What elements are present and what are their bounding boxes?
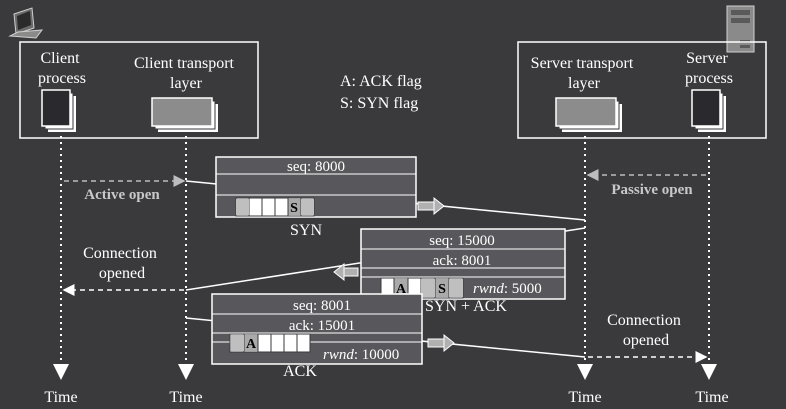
syn-ack-caption: SYN + ACK (425, 298, 507, 315)
syn-ack-direction-arrow (333, 262, 359, 282)
syn-segment (215, 156, 417, 218)
active-open-label: Active open (84, 187, 160, 203)
time-label: Time (44, 389, 77, 406)
ack-ack-field: ack: 15001 (289, 318, 355, 334)
legend-syn: S: SYN flag (340, 95, 418, 112)
laptop-icon (8, 7, 44, 39)
server-transport-label: Server transport layer (531, 55, 638, 92)
server-process-label: Server process (685, 50, 733, 87)
ack-seq-field: seq: 8001 (293, 298, 351, 314)
client-transport-label: Client transport layer (134, 55, 238, 92)
server-transport-block (555, 97, 622, 132)
syn-ack-ack-field: ack: 8001 (433, 253, 492, 269)
client-host-box (19, 41, 259, 139)
client-process-label: Client process (38, 50, 86, 87)
time-label: Time (695, 389, 728, 406)
passive-open-label: Passive open (611, 182, 693, 198)
syn-ack-rwnd-field: rwnd: 5000 (473, 281, 542, 297)
ack-segment (211, 293, 423, 365)
ack-caption: ACK (283, 363, 317, 380)
syn-ack-flag-s: S (438, 282, 446, 297)
time-label: Time (169, 389, 202, 406)
syn-ack-seq-field: seq: 15000 (429, 233, 494, 249)
syn-ack-flag-a: A (396, 282, 407, 297)
legend-ack: A: ACK flag (340, 73, 422, 90)
ack-flag-a: A (246, 337, 257, 352)
client-process-block (41, 89, 76, 132)
time-label: Time (568, 389, 601, 406)
syn-seq-field: seq: 8000 (287, 159, 345, 175)
client-transport-block (151, 97, 218, 132)
ack-rwnd-field: rwnd: 10000 (323, 347, 399, 363)
syn-caption: SYN (290, 222, 322, 239)
syn-ack-segment (360, 228, 566, 300)
syn-direction-arrow (417, 196, 445, 216)
connection-opened-client-label: Connection opened (83, 245, 161, 282)
server-tower-icon (726, 5, 755, 53)
connection-opened-server-label: Connection opened (607, 312, 685, 349)
server-host-box (517, 41, 767, 139)
syn-flag-s: S (290, 201, 298, 216)
ack-direction-arrow (427, 333, 455, 353)
server-process-block (691, 89, 726, 132)
